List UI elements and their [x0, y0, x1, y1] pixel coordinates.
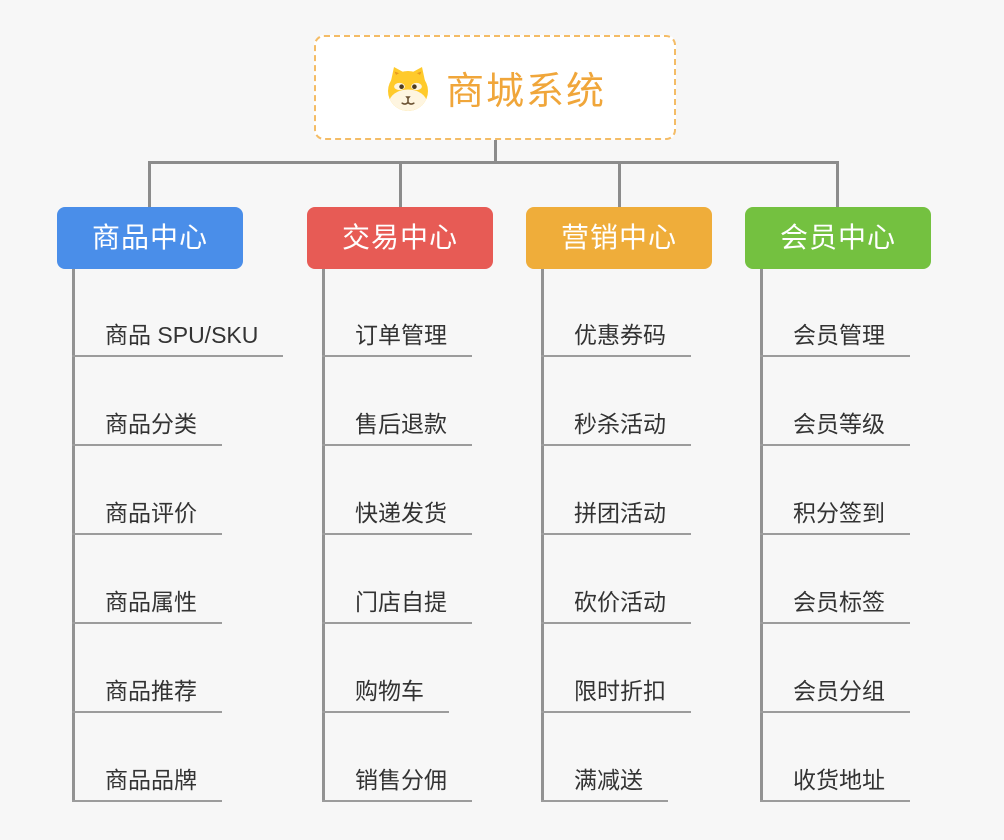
- branch-node-product-center[interactable]: 商品中心: [57, 207, 243, 269]
- leaf-node[interactable]: 商品推荐: [72, 677, 222, 713]
- leaf-node[interactable]: 会员等级: [760, 410, 910, 446]
- leaf-node[interactable]: 销售分佣: [322, 766, 472, 802]
- root-node-mall-system[interactable]: 商城系统: [314, 35, 676, 140]
- connector-horizontal-bar: [148, 161, 839, 164]
- leaf-node[interactable]: 售后退款: [322, 410, 472, 446]
- leaf-node[interactable]: 会员分组: [760, 677, 910, 713]
- connector-root-stub: [494, 140, 497, 163]
- connector-drop: [148, 163, 151, 208]
- leaf-node[interactable]: 购物车: [322, 677, 449, 713]
- leaf-node[interactable]: 满减送: [541, 766, 668, 802]
- leaf-node[interactable]: 商品 SPU/SKU: [72, 321, 284, 357]
- connector-trunk: [322, 269, 325, 802]
- leaf-node[interactable]: 秒杀活动: [541, 410, 691, 446]
- root-title: 商城系统: [445, 71, 606, 113]
- leaf-node[interactable]: 砍价活动: [541, 588, 691, 624]
- leaf-node[interactable]: 订单管理: [322, 321, 472, 357]
- leaf-node[interactable]: 商品评价: [72, 499, 222, 535]
- connector-trunk: [541, 269, 544, 802]
- leaf-node[interactable]: 拼团活动: [541, 499, 691, 535]
- leaf-node[interactable]: 限时折扣: [541, 677, 691, 713]
- branch-node-marketing-center[interactable]: 营销中心: [526, 207, 712, 269]
- leaf-node[interactable]: 会员标签: [760, 588, 910, 624]
- leaf-node[interactable]: 快递发货: [322, 499, 472, 535]
- connector-drop: [836, 163, 839, 208]
- branch-marketing-center: 营销中心 优惠券码 秒杀活动 拼团活动 砍价活动 限时折扣 满减送: [526, 207, 786, 807]
- branch-node-trade-center[interactable]: 交易中心: [307, 207, 493, 269]
- connector-drop: [618, 163, 621, 208]
- leaf-node[interactable]: 商品品牌: [72, 766, 222, 802]
- branch-member-center: 会员中心 会员管理 会员等级 积分签到 会员标签 会员分组 收货地址: [745, 207, 1004, 807]
- leaf-node[interactable]: 优惠券码: [541, 321, 691, 357]
- leaf-node[interactable]: 商品分类: [72, 410, 222, 446]
- leaf-node[interactable]: 积分签到: [760, 499, 910, 535]
- leaf-node[interactable]: 收货地址: [760, 766, 910, 802]
- shiba-dog-icon: [387, 66, 428, 111]
- leaf-node[interactable]: 会员管理: [760, 321, 910, 357]
- connector-trunk: [760, 269, 763, 802]
- branch-product-center: 商品中心 商品 SPU/SKU 商品分类 商品评价 商品属性 商品推荐 商品品牌: [57, 207, 317, 807]
- branch-trade-center: 交易中心 订单管理 售后退款 快递发货 门店自提 购物车 销售分佣: [307, 207, 567, 807]
- leaf-node[interactable]: 门店自提: [322, 588, 472, 624]
- leaf-node[interactable]: 商品属性: [72, 588, 222, 624]
- branch-node-member-center[interactable]: 会员中心: [745, 207, 931, 269]
- connector-drop: [399, 163, 402, 208]
- connector-trunk: [72, 269, 75, 802]
